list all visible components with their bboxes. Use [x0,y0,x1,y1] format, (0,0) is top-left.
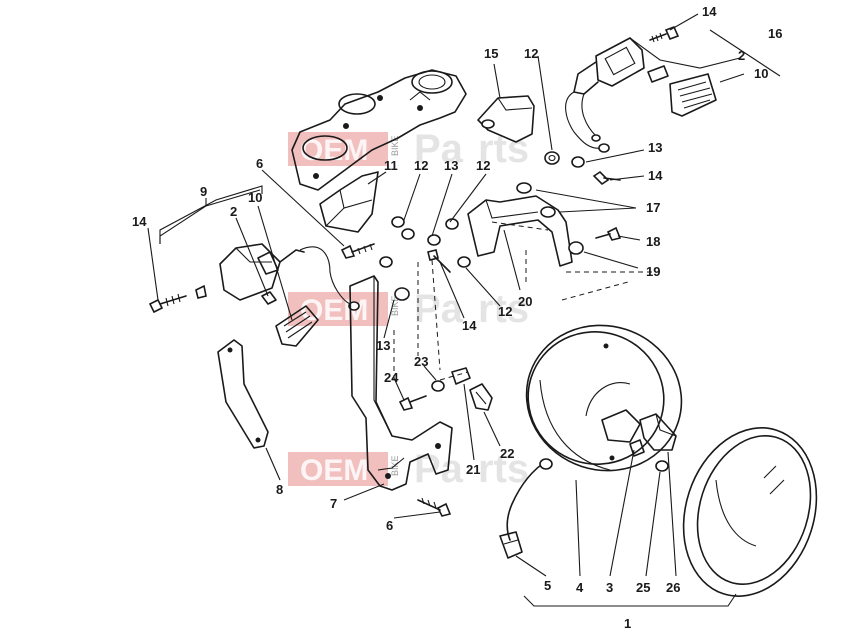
bulb-left [261,291,277,305]
callout-10: 10 [754,66,768,81]
callout-2: 2 [738,48,745,63]
bolt-18 [595,226,622,241]
headlight-shell [525,324,683,472]
headlight-bulb [639,413,677,451]
callout-14: 14 [702,4,717,19]
callout-9: 9 [200,184,207,199]
callout-14: 14 [462,318,477,333]
callout-8: 8 [276,482,283,497]
callout-23: 23 [414,354,428,369]
callout-1: 1 [624,616,631,631]
left-turn-signal-lens [275,305,319,347]
callout-12: 12 [524,46,538,61]
screw-left-bulb [195,284,207,299]
callout-10: 10 [248,190,262,205]
assembly-lines [393,221,660,381]
callout-18: 18 [646,234,660,249]
callout-2: 2 [230,204,237,219]
watermark-pa-text: Pa [414,447,464,491]
callout-17: 17 [646,200,660,215]
callout-12: 12 [476,158,490,173]
watermark-oem-text: OEM [300,294,368,327]
instrument-housing [291,69,467,191]
mount-block-15 [477,95,535,143]
watermark-rts-text: rts [478,127,529,171]
callout-21: 21 [466,462,480,477]
callout-16: 16 [768,26,782,41]
nut-17-a [516,182,532,194]
callout-11: 11 [384,158,398,173]
callout-15: 15 [484,46,498,61]
bolt-24 [398,395,427,411]
screw-left [148,293,187,314]
callout-13: 13 [444,158,458,173]
watermark-rts-text: rts [478,287,529,331]
callout-25: 25 [636,580,650,595]
callout-13: 13 [376,338,390,353]
callout-22: 22 [500,446,514,461]
washer-12-center-b [401,228,415,240]
nut-13-center [427,234,441,246]
callout-12: 12 [414,158,428,173]
grommet-22 [469,383,493,411]
callout-6: 6 [256,156,263,171]
headlight-lens [682,427,818,597]
plate-8 [217,339,269,449]
callout-numbers: 14 16 15 12 2 10 13 14 6 11 12 13 12 9 1… [132,4,782,631]
callout-6: 6 [386,518,393,533]
nut-13-lower [379,256,410,301]
left-turn-signal [219,243,360,311]
callout-5: 5 [544,578,551,593]
washer-12-center-a [391,216,405,228]
callout-14: 14 [648,168,663,183]
callout-26: 26 [666,580,680,595]
callout-4: 4 [576,580,584,595]
callout-20: 20 [518,294,532,309]
right-turn-signal [565,37,645,153]
nut-13-upper [571,156,585,168]
bracket-11 [319,171,379,233]
group-braces [159,185,263,244]
callout-12: 12 [498,304,512,319]
callout-7: 7 [330,496,337,511]
nut-12-upper [544,151,560,165]
clip-3 [629,439,645,457]
callout-24: 24 [384,370,399,385]
watermark-rts-text: rts [478,447,529,491]
nut-25 [655,460,669,472]
watermark-bike-text: BIKE [390,135,400,156]
bolt-6-upper [340,243,375,259]
nut-17-b [540,206,556,218]
clip-21 [451,367,471,385]
washer-12-right [445,218,471,268]
watermark-oem-text: OEM [300,454,368,487]
bulb-upper [647,65,669,83]
watermark-bike-text: BIKE [390,295,400,316]
watermark-upper: OEM BIKE Pa rts [288,127,529,171]
screw-14-upper [592,170,621,186]
bolt-6-lower [417,497,452,517]
watermark-pa-text: Pa [414,287,464,331]
bracket-20 [467,195,584,267]
leader-lines [147,13,781,607]
screw-upper-right [649,25,680,43]
callout-14: 14 [132,214,147,229]
watermark-pa-text: Pa [414,127,464,171]
washer-23 [431,380,445,392]
right-turn-signal-lens [669,73,717,117]
screw-14-center [427,249,451,273]
watermark-lower: OEM BIKE Pa rts [288,447,529,491]
callout-19: 19 [646,264,660,279]
callout-3: 3 [606,580,613,595]
headlight-bracket-7 [349,275,453,491]
wire-harness-5 [499,458,553,559]
callout-13: 13 [648,140,662,155]
watermark-middle: OEM BIKE Pa rts [288,287,529,331]
